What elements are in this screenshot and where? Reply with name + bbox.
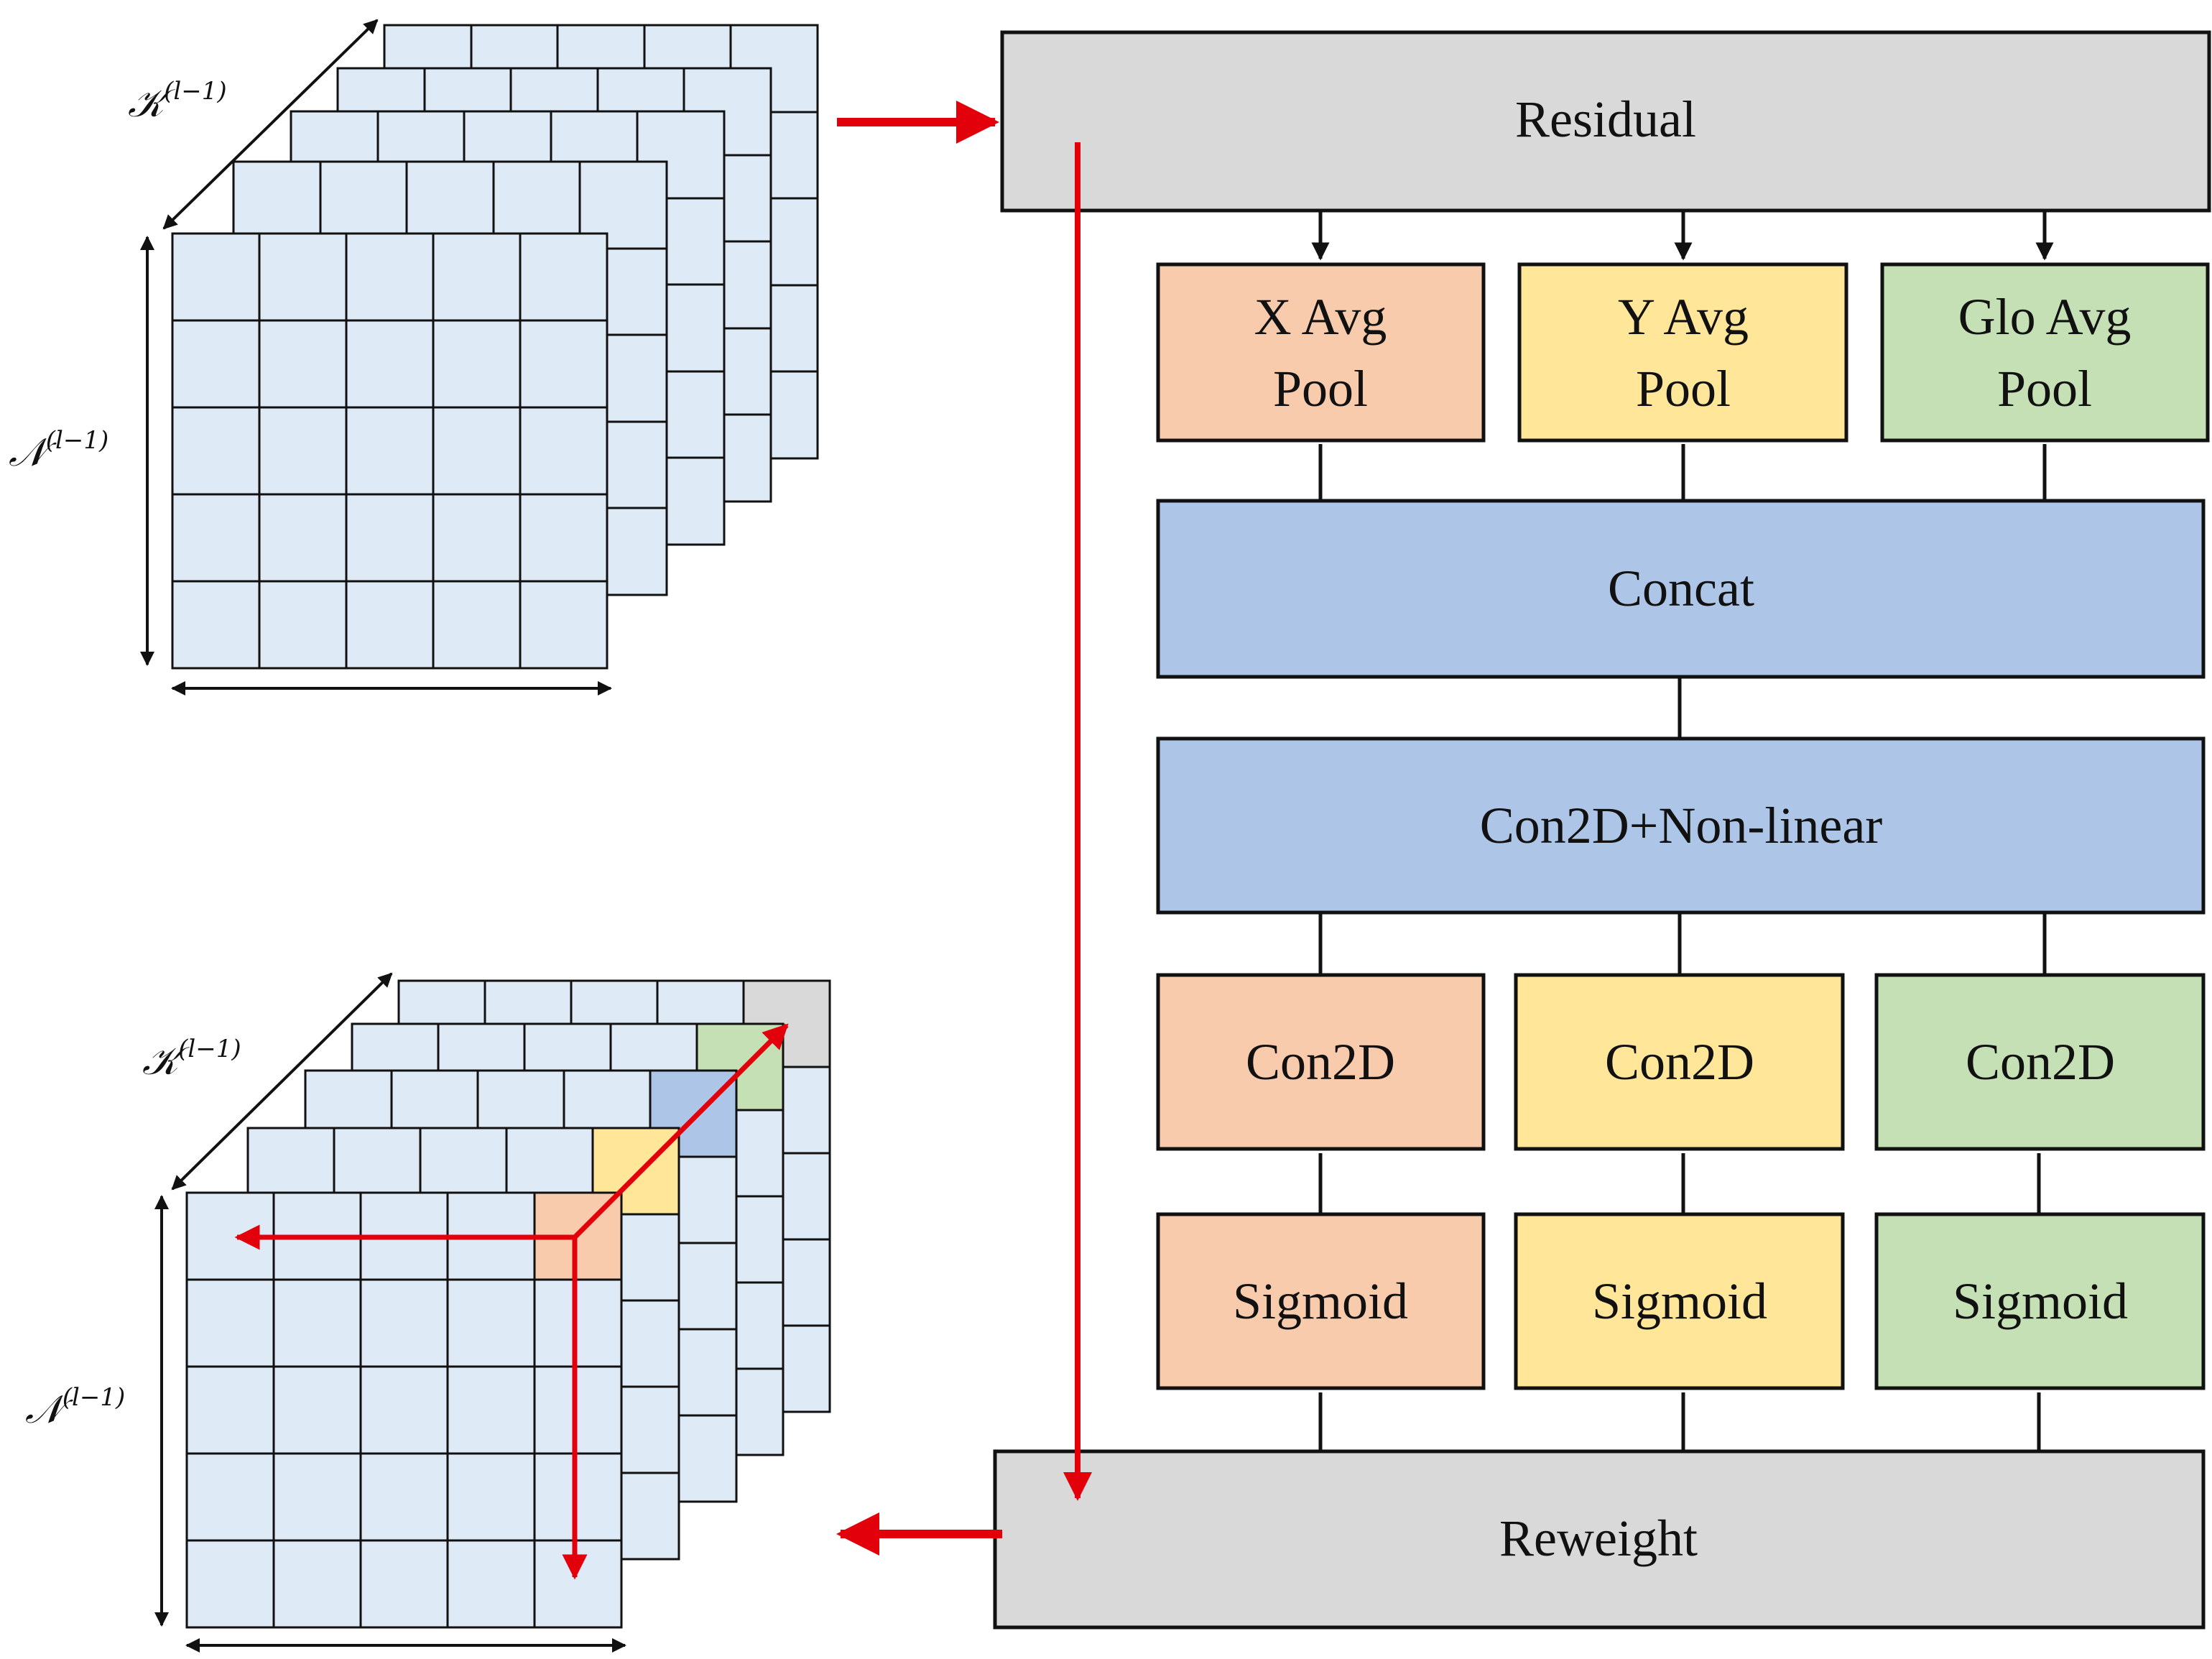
y-avg-pool-label-line2: Pool — [1636, 360, 1731, 417]
x-avg-pool-block: X Avg Pool — [1156, 262, 1486, 443]
reweight-label: Reweight — [1499, 1510, 1698, 1567]
x-avg-pool-label-line1: X Avg — [1254, 288, 1387, 346]
y-avg-pool-block: Y Avg Pool — [1517, 262, 1848, 443]
conv-y-label: Con2D — [1605, 1033, 1754, 1091]
output-direction-arrows — [234, 1023, 789, 1580]
output-slice-1 — [185, 1191, 623, 1629]
glo-avg-pool-label-line2: Pool — [1997, 360, 2092, 417]
x-avg-pool-label-line2: Pool — [1273, 360, 1368, 417]
output-depth-label: 𝒦(l−1) — [142, 1035, 241, 1083]
residual-block: Residual — [1000, 30, 2211, 213]
input-slice-1 — [171, 232, 608, 670]
input-tensor — [171, 24, 819, 670]
conv-glo-label: Con2D — [1966, 1033, 2115, 1091]
glo-avg-pool-block: Glo Avg Pool — [1880, 262, 2210, 443]
output-height-label: 𝒩(l−1) — [25, 1383, 125, 1432]
sigmoid-y-block: Sigmoid — [1514, 1212, 1845, 1390]
input-height-label: 𝒩(l−1) — [9, 426, 108, 475]
sigmoid-x-block: Sigmoid — [1156, 1212, 1486, 1390]
conv-glo-block: Con2D — [1874, 973, 2206, 1151]
sigmoid-x-label: Sigmoid — [1233, 1272, 1408, 1330]
conv-nonlinear-label: Con2D+Non-linear — [1480, 797, 1883, 854]
conv-nonlinear-block: Con2D+Non-linear — [1156, 736, 2206, 915]
conv-x-label: Con2D — [1246, 1033, 1395, 1091]
red-flow-arrows — [836, 101, 1092, 1556]
sigmoid-glo-label: Sigmoid — [1953, 1272, 2128, 1330]
sigmoid-glo-block: Sigmoid — [1874, 1212, 2206, 1390]
conv-y-block: Con2D — [1514, 973, 1845, 1151]
reweight-block: Reweight — [993, 1449, 2206, 1630]
input-depth-label: 𝒦(l−1) — [128, 77, 227, 126]
concat-label: Concat — [1608, 560, 1754, 617]
sigmoid-y-label: Sigmoid — [1592, 1272, 1767, 1330]
input-depth-arrow — [162, 19, 379, 230]
y-avg-pool-label-line1: Y Avg — [1618, 288, 1749, 346]
glo-avg-pool-label-line1: Glo Avg — [1958, 288, 2132, 346]
conv-x-block: Con2D — [1156, 973, 1486, 1151]
concat-block: Concat — [1156, 499, 2206, 679]
residual-label: Residual — [1515, 91, 1696, 148]
red-arrow-diagonal — [573, 1023, 789, 1239]
output-depth-arrow — [171, 972, 393, 1191]
